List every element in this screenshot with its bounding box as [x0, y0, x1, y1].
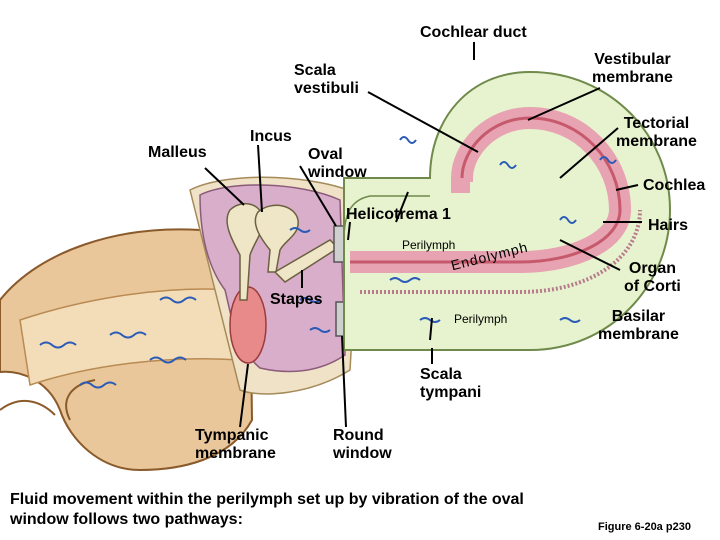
label-helicotrema: Helicotrema 1 — [346, 206, 451, 223]
label-stapes: Stapes — [270, 291, 323, 308]
label-malleus: Malleus — [148, 144, 207, 161]
helicotrema-channel — [343, 195, 430, 241]
label-oval-window: Oval window — [308, 146, 367, 181]
label-tympanic-membrane: Tympanic membrane — [195, 427, 276, 462]
label-cochlear-duct: Cochlear duct — [420, 24, 527, 41]
malleus-bone — [226, 203, 264, 301]
label-scala-tympani: Scala tympani — [420, 366, 482, 401]
label-organ-of-corti: Organ of Corti — [624, 260, 681, 295]
label-tectorial-membrane: Tectorial membrane — [616, 115, 697, 150]
incus-bone — [254, 204, 299, 273]
label-perilymph-bottom: Perilymph — [454, 312, 508, 326]
oval-window-plate — [333, 225, 345, 263]
label-cochlea: Cochlea — [643, 177, 706, 194]
fluid-waves — [39, 136, 617, 389]
figure-caption: Fluid movement within the perilymph set … — [10, 491, 524, 528]
basilar-membrane-stripe — [360, 209, 642, 294]
label-round-window: Round window — [333, 427, 392, 462]
label-basilar-membrane: Basilar membrane — [598, 308, 679, 343]
figure-reference: Figure 6-20a p230 — [598, 521, 691, 533]
label-hairs: Hairs — [648, 217, 689, 234]
label-vestibular-membrane: Vestibular membrane — [592, 51, 673, 86]
outer-ear-fold-2 — [0, 399, 56, 416]
tympanic-membrane-shape — [229, 286, 267, 364]
label-perilymph-top: Perilymph — [402, 238, 456, 252]
label-incus: Incus — [250, 128, 292, 145]
label-scala-vestibuli: Scala vestibuli — [294, 62, 359, 97]
leader-lines — [204, 42, 642, 428]
outer-ear-fold — [65, 379, 96, 421]
